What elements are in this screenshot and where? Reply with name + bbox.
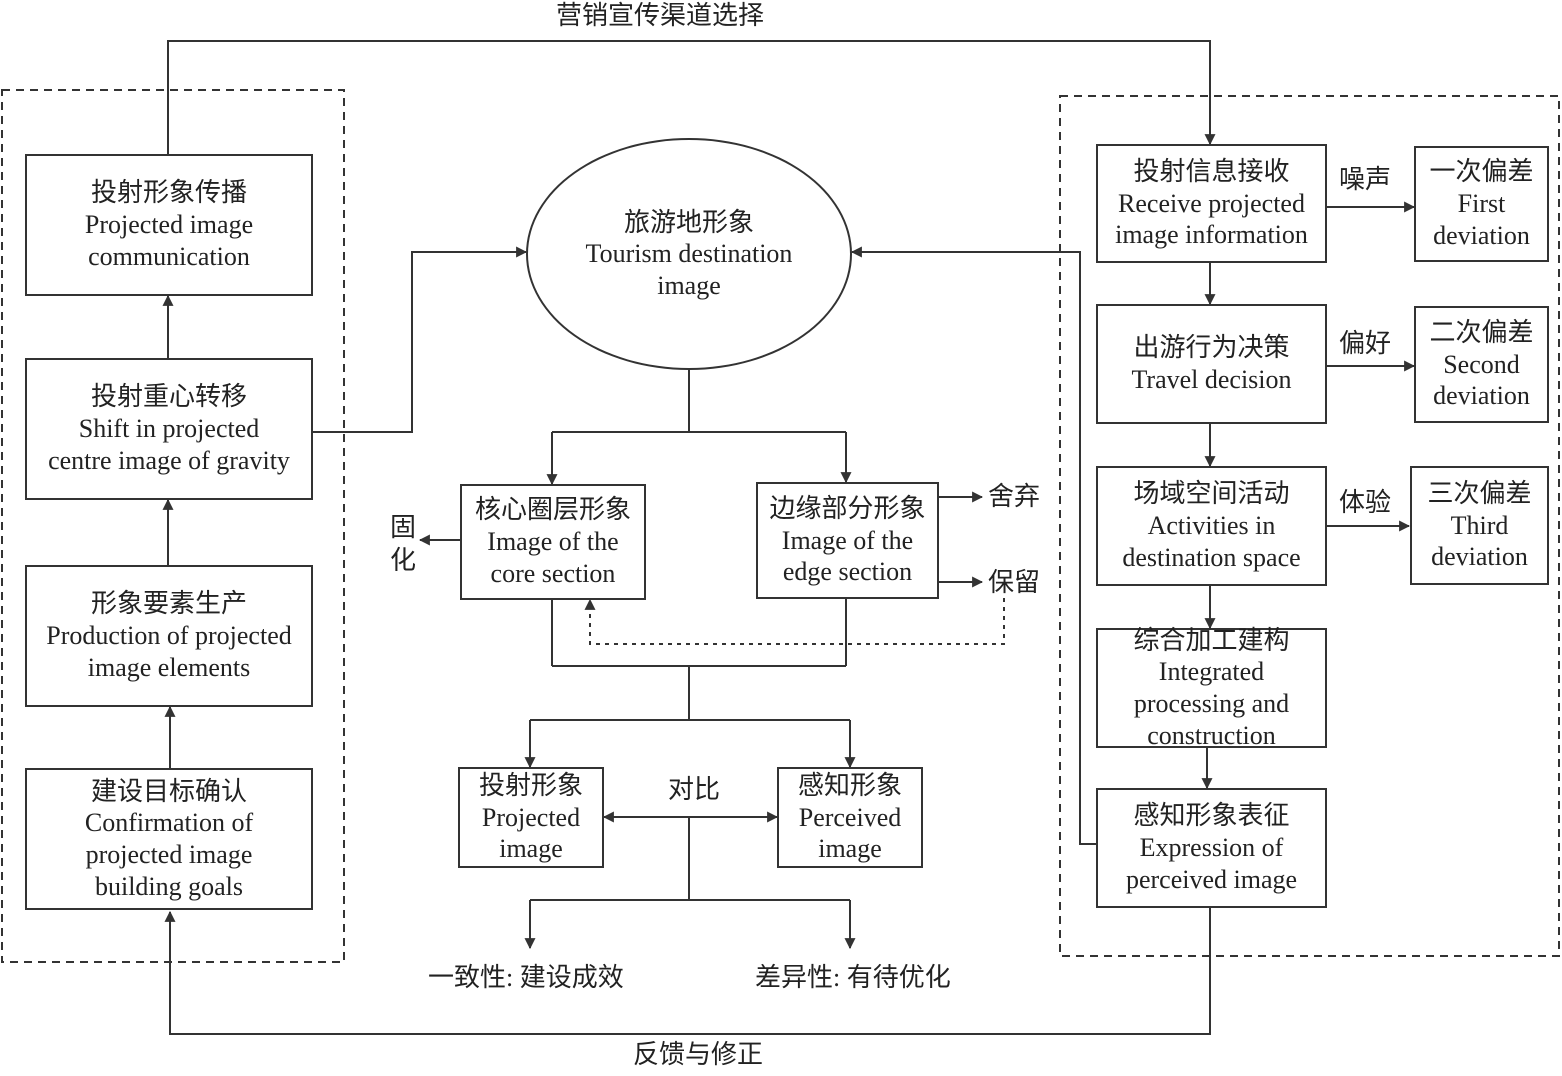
retain-label: 保留 (988, 568, 1041, 597)
box-title-en: Receive projected (1118, 188, 1305, 218)
box-title-en: Expression of (1139, 833, 1284, 863)
arrow-marketing-channel (167, 40, 1216, 154)
box-title-en: Image of the (781, 525, 914, 555)
experience-label: 体验 (1339, 488, 1392, 517)
projected-image-box: 投射形象 Projected image (458, 767, 604, 868)
box-title-en: Image of the (487, 527, 619, 557)
box-title-cn: 感知形象 (797, 770, 902, 800)
box-title-en: image (818, 834, 882, 864)
box-title-cn: 三次偏差 (1427, 478, 1532, 508)
box-title-en: building goals (94, 871, 244, 901)
box-title-cn: 核心圈层形象 (474, 495, 631, 525)
box-title-cn: 建设目标确认 (90, 776, 247, 806)
box-title-cn: 综合加工建构 (1133, 625, 1290, 655)
perceived-expression-box: 感知形象表征 Expression of perceived image (1096, 788, 1327, 908)
image-elements-production-box: 形象要素生产 Production of projected image ele… (25, 565, 313, 707)
box-title-cn: 投射形象传播 (90, 178, 247, 208)
box-title-cn: 边缘部分形象 (769, 493, 926, 523)
second-deviation-box: 二次偏差 Second deviation (1414, 306, 1549, 423)
box-title-en: Second (1443, 349, 1520, 379)
box-title-en: core section (490, 558, 616, 588)
building-goals-box: 建设目标确认 Confirmation of projected image b… (25, 768, 313, 910)
box-title-cn: 投射信息接收 (1133, 156, 1290, 186)
box-title-en: image (499, 834, 563, 864)
box-title-cn: 感知形象表征 (1133, 801, 1290, 831)
box-title-en: Production of projected (46, 621, 292, 651)
box-title-en: communication (88, 241, 250, 271)
ellipse-title-cn: 旅游地形象 (623, 208, 754, 238)
arrow-retain-to-core (584, 598, 1005, 645)
preference-label: 偏好 (1339, 329, 1392, 358)
projected-gravity-shift-box: 投射重心转移 Shift in projected centre image o… (25, 358, 313, 500)
projected-image-communication-box: 投射形象传播 Projected image communication (25, 154, 313, 296)
left-dashed-group (1, 89, 345, 963)
box-title-en: deviation (1431, 542, 1528, 572)
box-title-en: deviation (1433, 381, 1530, 411)
box-title-en: perceived image (1125, 864, 1298, 894)
box-title-en: Projected image (84, 210, 254, 240)
box-title-en: processing and (1133, 689, 1290, 718)
difference-label: 差异性: 有待优化 (755, 963, 951, 992)
box-title-en: Integrated (1158, 657, 1265, 687)
solidify-label: 固化 (389, 513, 416, 575)
ellipse-title-en: image (657, 270, 721, 300)
feedback-label: 反馈与修正 (633, 1040, 764, 1069)
integrated-construction-box: 综合加工建构 Integrated processing and constru… (1096, 625, 1327, 750)
travel-decision-box: 出游行为决策 Travel decision (1096, 304, 1327, 424)
box-title-en: projected image (85, 840, 253, 869)
box-title-en: Third (1450, 510, 1509, 540)
box-title-en: Travel decision (1131, 365, 1292, 394)
compare-label: 对比 (668, 775, 721, 804)
box-title-en: image elements (87, 652, 251, 682)
box-title-en: destination space (1122, 542, 1301, 572)
receive-information-box: 投射信息接收 Receive projected image informati… (1096, 144, 1327, 263)
box-title-cn: 出游行为决策 (1133, 333, 1290, 363)
destination-image-ellipse: 旅游地形象 Tourism destination image (526, 138, 852, 370)
box-title-en: Shift in projected (78, 414, 260, 444)
destination-activities-box: 场域空间活动 Activities in destination space (1096, 466, 1327, 586)
box-title-en: Perceived (798, 802, 902, 832)
box-title-en: edge section (782, 557, 913, 587)
box-title-cn: 投射重心转移 (90, 382, 247, 412)
box-title-cn: 投射形象 (478, 770, 583, 800)
perceived-image-box: 感知形象 Perceived image (777, 767, 923, 868)
box-title-en: deviation (1433, 220, 1530, 250)
box-title-cn: 场域空间活动 (1133, 479, 1290, 509)
box-title-en: Confirmation of (84, 808, 254, 838)
box-title-cn: 形象要素生产 (90, 589, 247, 619)
abandon-label: 舍弃 (988, 482, 1041, 511)
noise-label: 噪声 (1339, 165, 1392, 194)
box-title-en: centre image of gravity (48, 445, 290, 475)
marketing-channel-label: 营销宣传渠道选择 (556, 1, 765, 30)
first-deviation-box: 一次偏差 First deviation (1414, 146, 1549, 262)
third-deviation-box: 三次偏差 Third deviation (1410, 466, 1549, 585)
consistency-label: 一致性: 建设成效 (428, 963, 624, 992)
box-title-cn: 一次偏差 (1429, 157, 1534, 187)
box-title-en: image information (1115, 220, 1308, 250)
arrow-shift-to-destination (312, 246, 528, 433)
edge-section-box: 边缘部分形象 Image of the edge section (756, 482, 939, 599)
ellipse-title-en: Tourism destination (585, 239, 793, 269)
right-dashed-group (1059, 95, 1560, 957)
box-title-cn: 二次偏差 (1429, 317, 1534, 347)
arrow-feedback (164, 907, 1211, 1035)
box-title-en: Activities in (1147, 511, 1276, 541)
box-title-en: construction (1147, 720, 1276, 750)
box-title-en: Projected (481, 802, 581, 832)
arrow-expression-to-destination (850, 246, 1096, 845)
core-section-box: 核心圈层形象 Image of the core section (460, 484, 646, 600)
box-title-en: First (1457, 189, 1506, 219)
